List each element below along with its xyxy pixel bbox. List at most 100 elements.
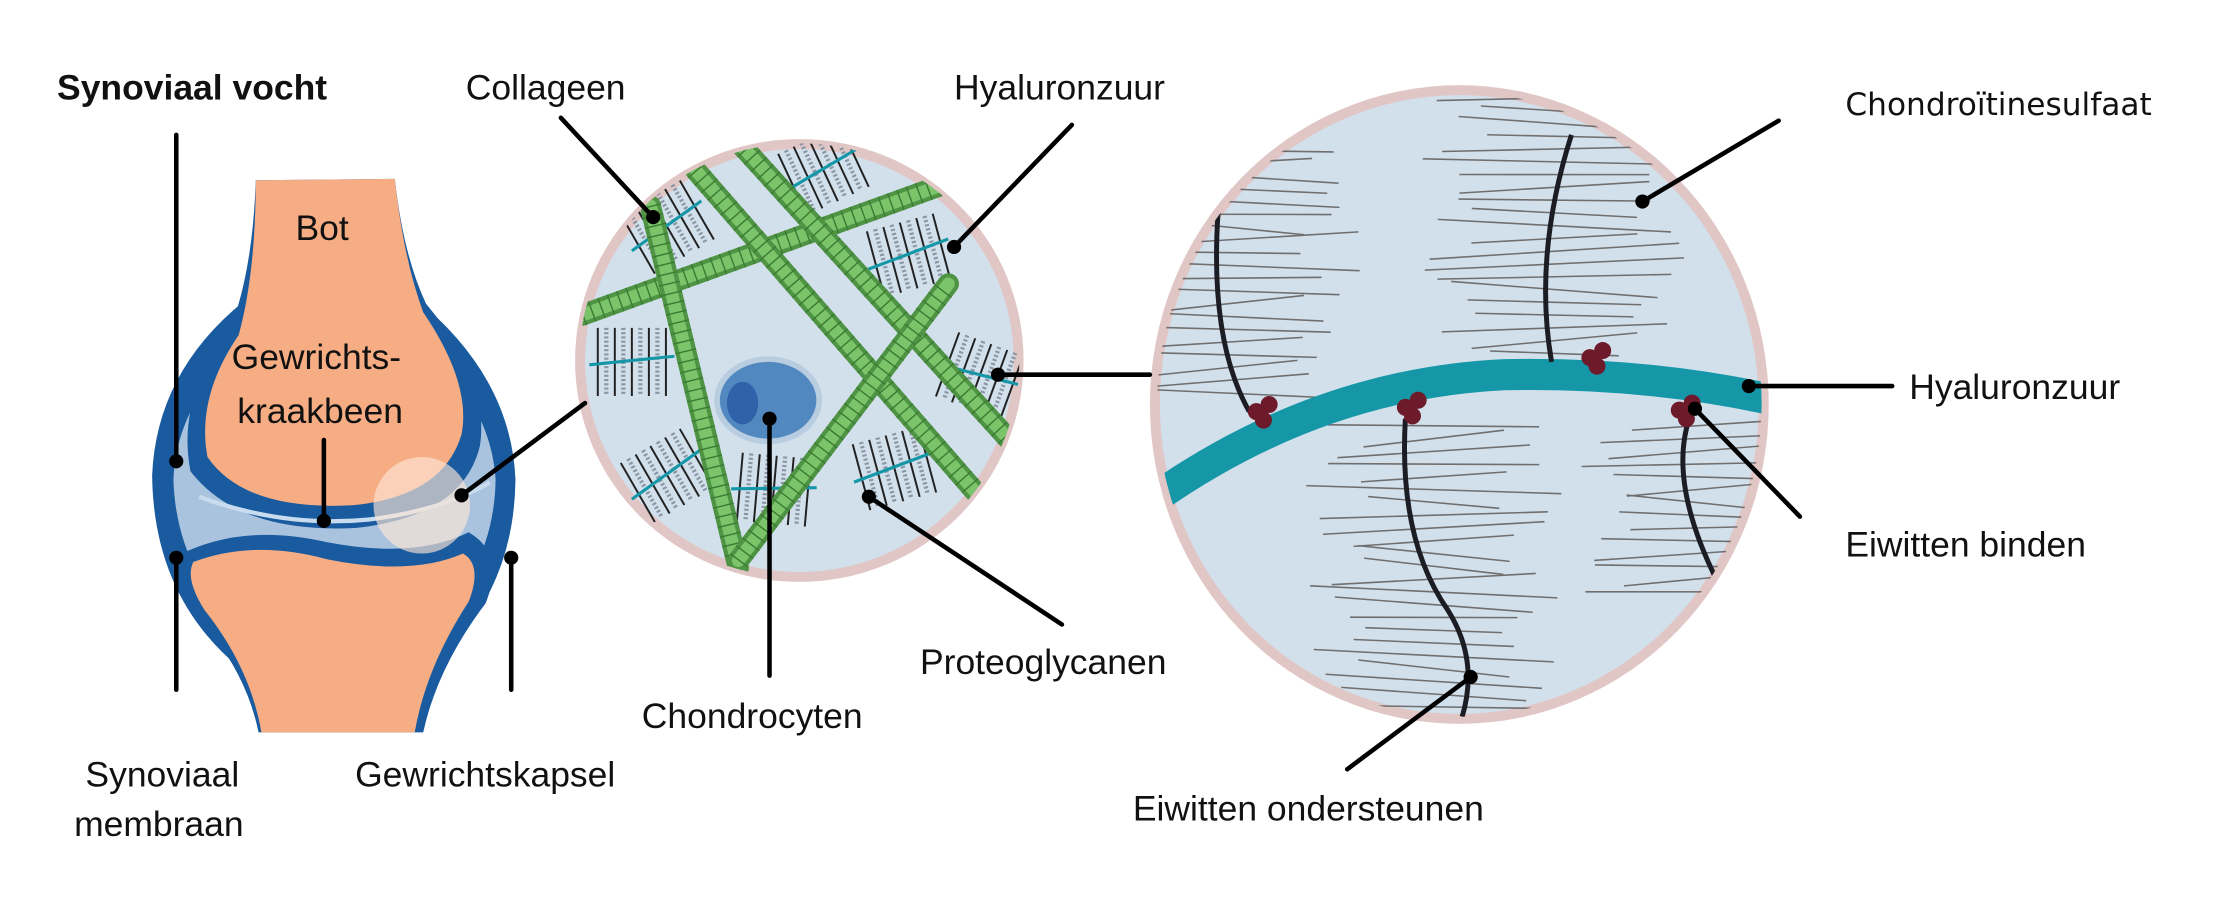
label-proteoglycans: Proteoglycanen [920, 642, 1166, 682]
leader-synovial-fluid [169, 132, 184, 469]
chondroitin-chain [1334, 596, 1533, 614]
chondroitin-chain [1368, 495, 1500, 510]
molecular-detail-circle [1149, 85, 1769, 724]
chondroitin-chain [1442, 145, 1667, 153]
chondroitin-chain [1437, 273, 1672, 280]
core-protein [1214, 212, 1252, 413]
chondroitin-chain [1441, 323, 1667, 333]
chondroitin-chain [1363, 557, 1504, 576]
label-cartilage-1: Gewrichts- [232, 337, 401, 377]
chondroitin-chain [1313, 648, 1554, 663]
chondroitin-chain [1357, 544, 1510, 563]
label-proteins-binding: Eiwitten binden [1845, 524, 2086, 564]
chondroitin-chain [1156, 259, 1360, 272]
chondroitin-chain [1422, 158, 1687, 166]
link-protein [1403, 407, 1421, 425]
leader-synovial-membrane [169, 550, 184, 693]
chondroitin-chain [1429, 242, 1680, 260]
proteoglycan [865, 213, 952, 298]
chondroitin-chain [1156, 294, 1305, 313]
chondroitin-chain [1594, 564, 1762, 569]
label-chondroitin-sulfate: Chondroïtinesulfaat [1845, 87, 2151, 123]
label-joint-capsule: Gewrichtskapsel [355, 754, 615, 794]
label-chondrocytes: Chondrocyten [642, 696, 863, 736]
chondroitin-chain [1156, 373, 1309, 388]
upper-bone [205, 178, 464, 506]
hyaluronic-acid-chain [1156, 358, 1762, 510]
chondroitin-chain [1353, 534, 1514, 548]
label-collagen: Collageen [466, 67, 626, 107]
chondroitin-chain [1322, 520, 1545, 536]
core-protein [1543, 134, 1574, 363]
leader-collagen [558, 115, 661, 225]
chondroitin-chain [1158, 359, 1298, 376]
label-proteins-supporting: Eiwitten ondersteunen [1133, 788, 1484, 828]
chondroitin-chain [1325, 673, 1542, 690]
chondroitin-chain [1626, 482, 1762, 497]
chondroitin-chain [1156, 106, 1301, 118]
chondroitin-chain [1631, 420, 1761, 431]
label-hyaluronic-right: Hyaluronzuur [1909, 367, 2120, 407]
chondroitin-chain [1581, 460, 1762, 468]
chondroitin-chain [1613, 473, 1762, 481]
knee-joint [152, 178, 516, 733]
chondroitin-chain [1156, 231, 1359, 249]
core-protein [1680, 417, 1720, 584]
leader-hyaluronic-top [946, 122, 1075, 255]
chondroitin-chain [1459, 180, 1650, 194]
chondroitin-chain [1341, 686, 1527, 702]
leader-hyaluronic-right [1741, 378, 1895, 394]
label-hyaluronic-top: Hyaluronzuur [954, 67, 1165, 107]
leader-joint-capsule [504, 550, 519, 693]
label-synovial-membrane-2: membraan [74, 804, 244, 844]
chondroitin-chain [1437, 218, 1672, 233]
chondroitin-chain [1156, 336, 1303, 348]
leader-cartilage [316, 437, 331, 528]
leader-chondroitin [1635, 118, 1781, 209]
chondroitin-chain [1626, 494, 1762, 511]
link-protein [1588, 357, 1606, 375]
chondroitin-chain [1467, 299, 1642, 306]
chondroitin-chain [1156, 387, 1326, 399]
label-synovial-membrane-1: Synoviaal [85, 754, 239, 794]
chondroitin-chain [1328, 462, 1540, 466]
chondroitin-chain [1360, 471, 1507, 483]
link-protein [1254, 411, 1272, 429]
chondroitin-chain [1353, 638, 1515, 648]
leader-lines [169, 115, 1895, 772]
leader-proteins-supporting [1344, 669, 1478, 772]
leader-proteoglycans [861, 489, 1065, 627]
chondroitin-chain [1451, 280, 1658, 299]
zoom-highlight [373, 457, 471, 554]
label-cartilage-2: kraakbeen [237, 391, 403, 431]
chondroitin-chain [1156, 286, 1340, 296]
chondroitin-chain [1594, 545, 1762, 562]
chondroitin-chain [1363, 429, 1505, 448]
chondroitin-chain [1331, 572, 1536, 586]
lower-bone [190, 549, 475, 733]
cartilage-detail-circle [575, 139, 1024, 582]
chondroitin-chain [1328, 424, 1540, 428]
chondroitin-chain [1608, 443, 1762, 460]
leader-zoom [454, 400, 588, 503]
leader-proteins-binding [1687, 401, 1803, 519]
label-bone: Bot [295, 208, 348, 248]
chondroitin-chain [1475, 312, 1634, 318]
chondroitin-chain [1306, 484, 1562, 495]
chondroitin-chain [1319, 511, 1548, 520]
chondroitin-chain [1158, 130, 1298, 145]
link-protein [1594, 342, 1612, 360]
link-protein [1409, 391, 1427, 409]
leader-circle-link [990, 367, 1153, 382]
chondrocyte [714, 356, 823, 445]
chondroitin-chain [1424, 257, 1685, 271]
chondroitin-chain [1358, 659, 1510, 678]
leader-chondrocytes [762, 411, 777, 678]
chondroitin-chain [1471, 233, 1638, 244]
chondroitin-chain [1365, 626, 1503, 634]
link-protein [1260, 395, 1278, 414]
label-synovial-fluid: Synoviaal vocht [57, 67, 327, 107]
chondroitin-chain [1487, 133, 1622, 139]
chondroitin-chain [1471, 332, 1638, 350]
